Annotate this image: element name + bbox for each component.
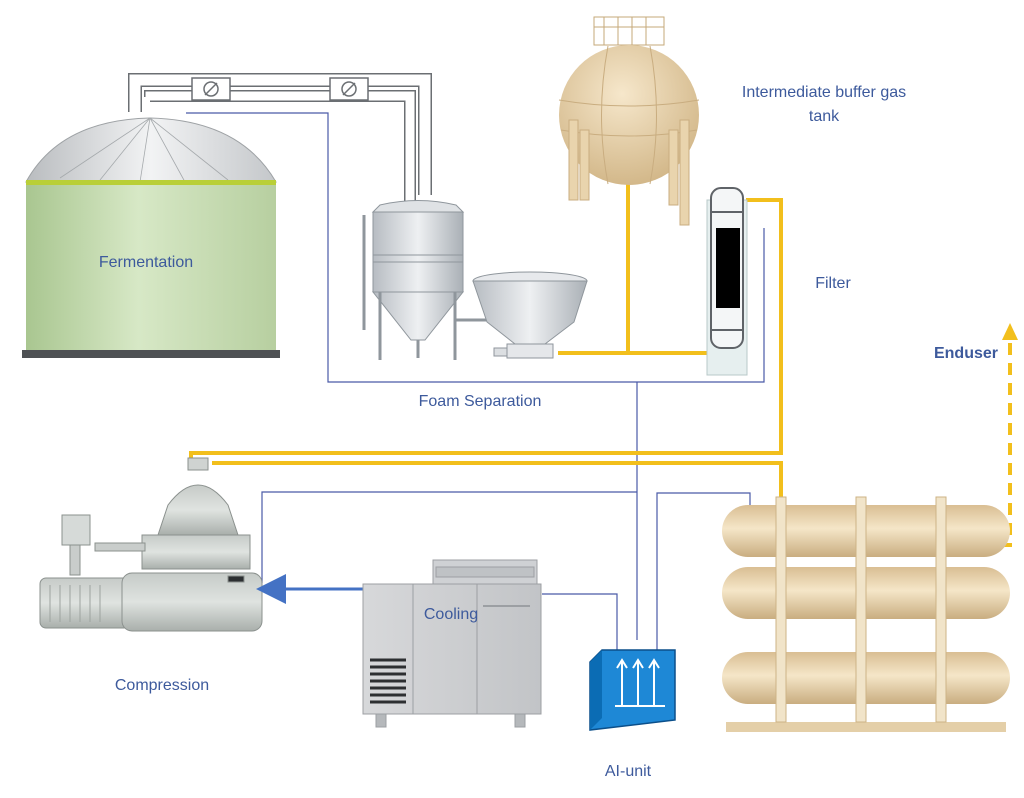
ai-unit-label: AI-unit (605, 763, 652, 780)
buffer-tank-label-line2: tank (809, 108, 840, 125)
storage-cylinders-icon (722, 496, 1010, 732)
fermentation-tank-icon (22, 117, 280, 358)
gas-pipes (189, 180, 783, 500)
spherical-gas-tank-icon (558, 16, 700, 226)
signal-lines (186, 112, 765, 650)
cooling-label: Cooling (424, 606, 478, 623)
cooling-unit-icon (362, 559, 542, 728)
hopper-icon (472, 271, 588, 359)
fermentation-label: Fermentation (99, 254, 193, 271)
filter-label: Filter (815, 275, 851, 292)
enduser-label: Enduser (934, 345, 998, 362)
buffer-tank-label-line1: Intermediate buffer gas (742, 84, 906, 101)
compression-label: Compression (115, 677, 209, 694)
enduser-arrow (1000, 323, 1018, 547)
filter-column-icon (706, 187, 748, 376)
foam-separator-vessel-icon (362, 200, 488, 360)
foam-separation-label: Foam Separation (419, 393, 542, 410)
centrifugal-compressor-icon (39, 457, 263, 632)
ai-unit-box-icon (589, 649, 676, 731)
top-piping (128, 73, 432, 205)
